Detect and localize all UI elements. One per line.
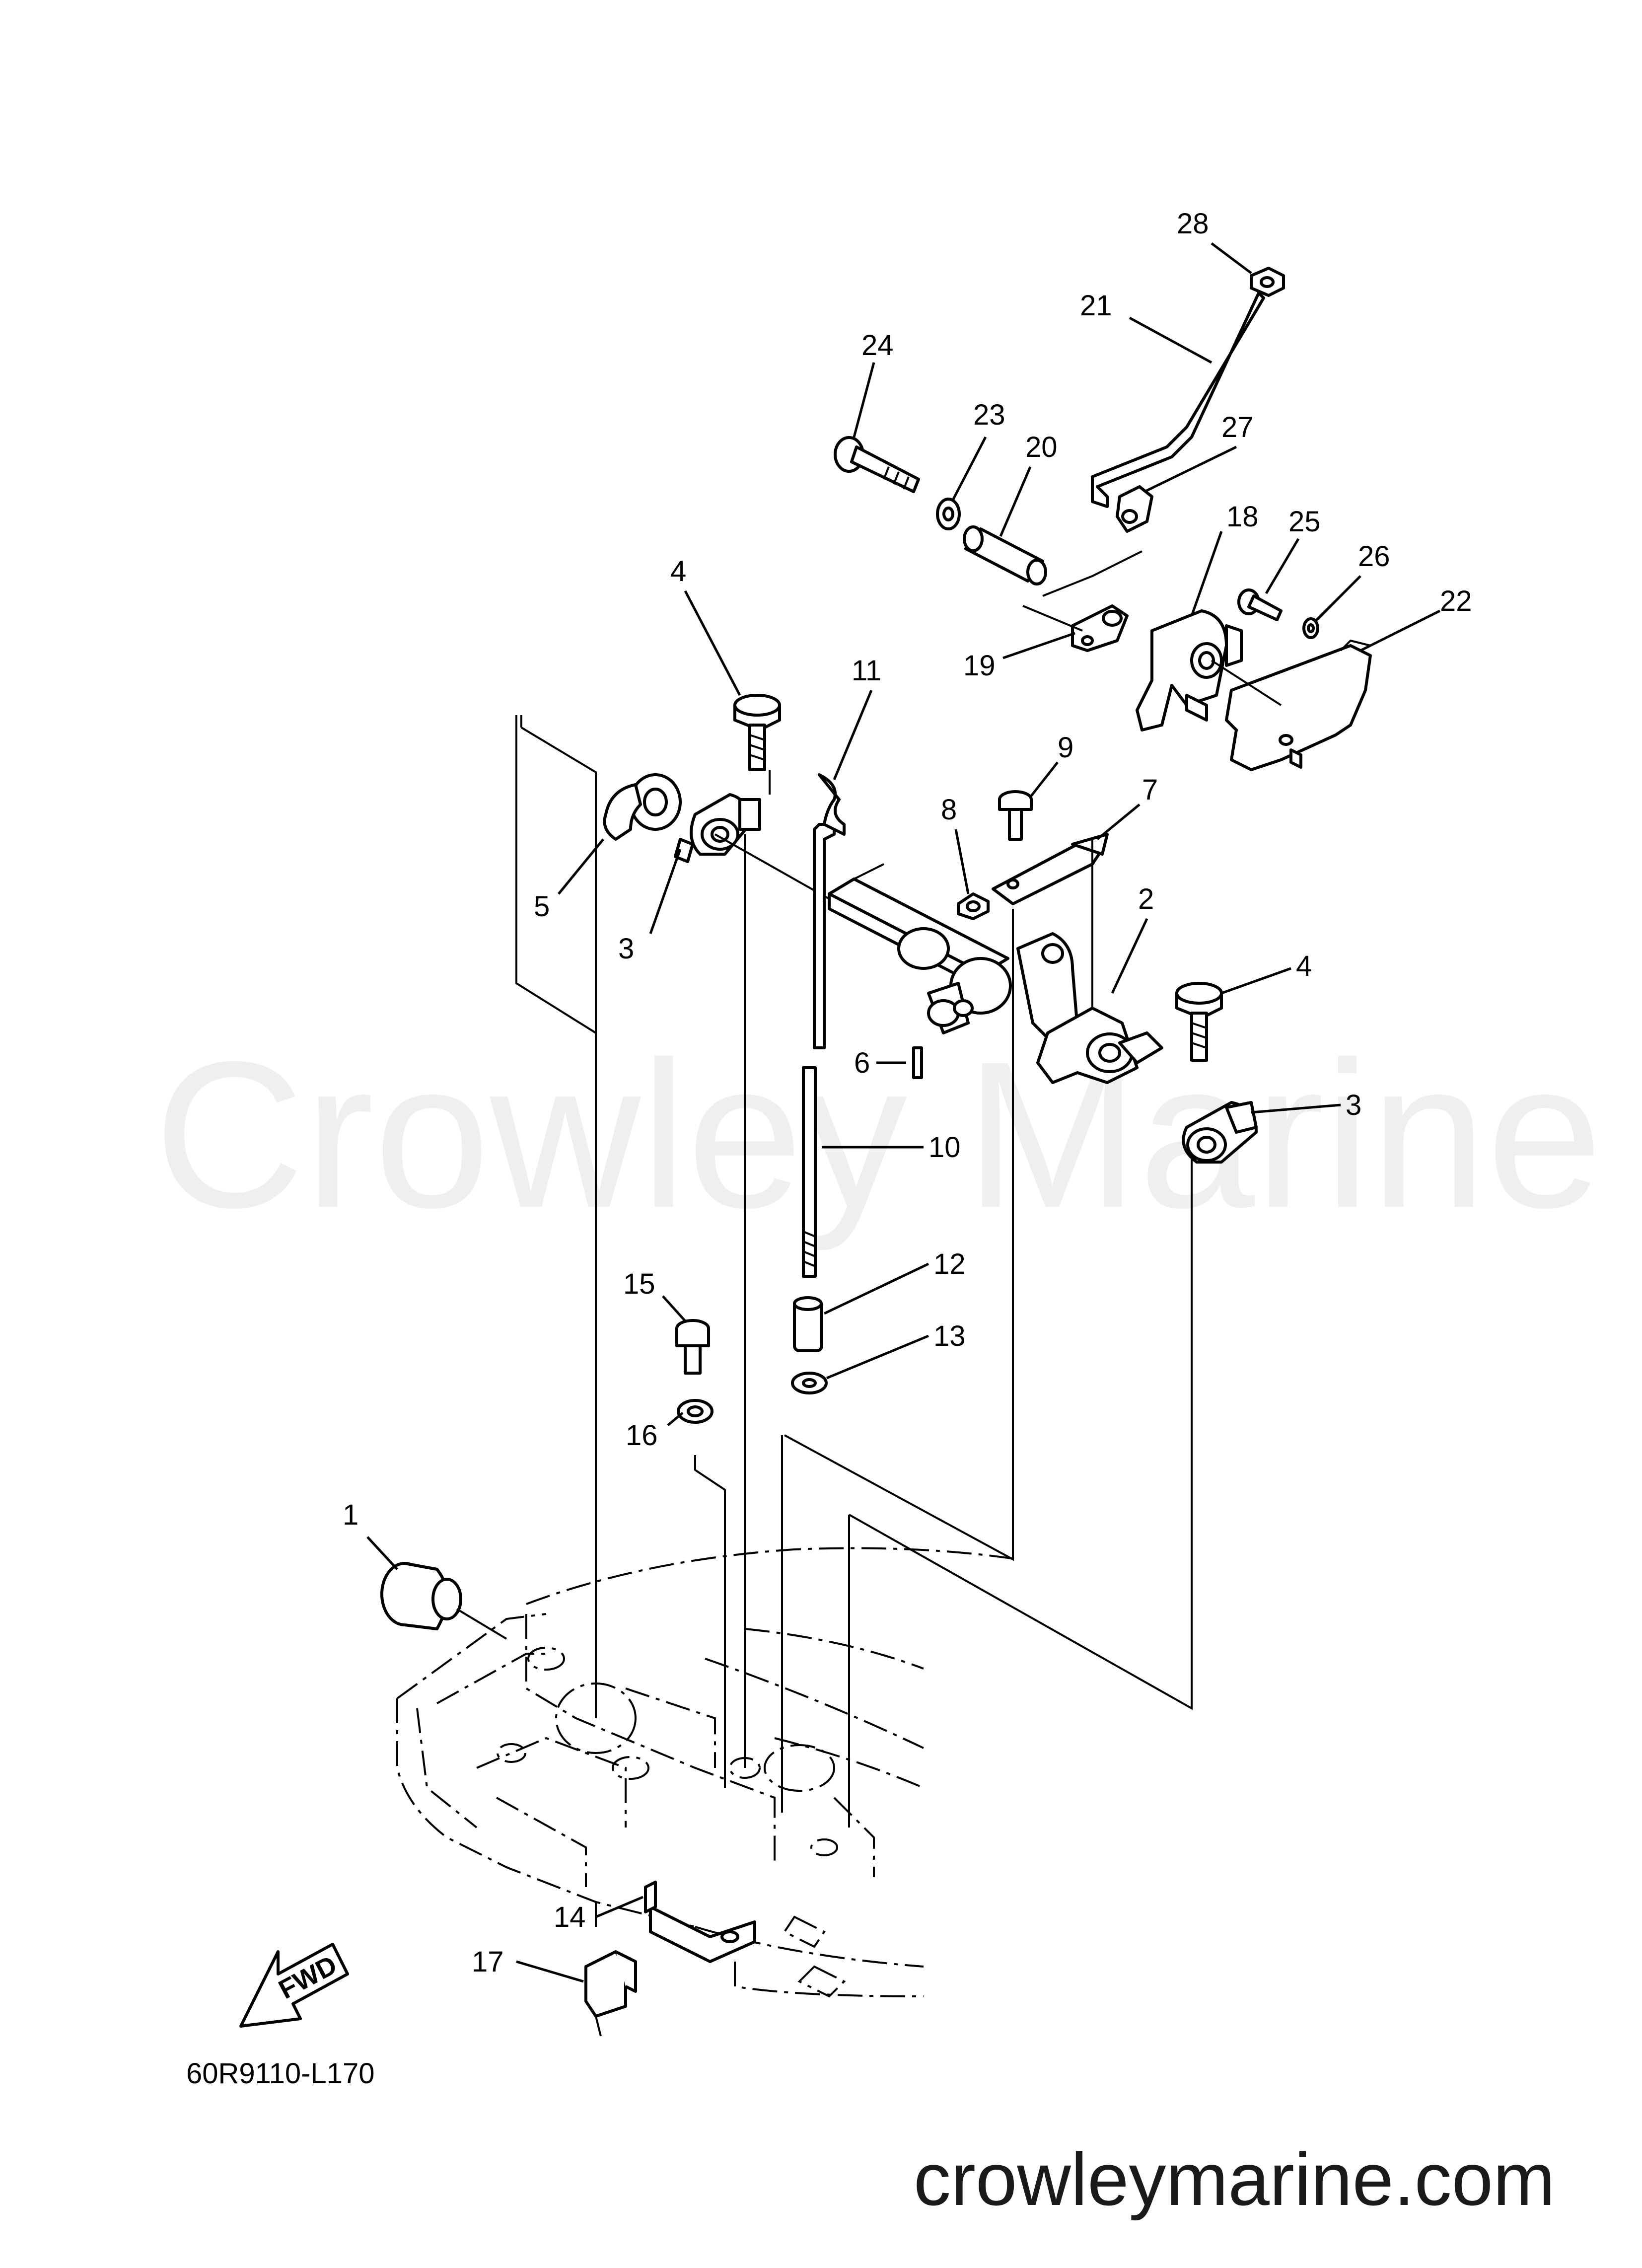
callout-22: 22 [1440,585,1472,617]
routing-lines [515,715,1193,1828]
callout-27: 27 [1221,411,1254,443]
part-14-bracket [644,1881,756,1963]
part-21-link-rod [1091,292,1265,508]
part-10-rod [802,1066,817,1278]
callout-numbers: 1 2 3 3 4 4 5 6 7 8 9 10 11 12 13 14 15 … [343,208,1472,1978]
callout-8: 8 [941,794,957,826]
callout-23: 23 [973,399,1005,431]
callout-20: 20 [1025,431,1058,463]
part-2-shaft-assembly [714,833,1163,1084]
callout-9: 9 [1058,732,1073,764]
callout-11: 11 [852,655,881,687]
callout-6: 6 [854,1047,870,1079]
callout-3-left: 3 [618,933,634,965]
part-19-link [1071,604,1129,652]
callout-2: 2 [1138,883,1154,915]
part-13-nut [791,1372,828,1394]
part-22-bracket [1225,639,1372,771]
callout-21: 21 [1080,290,1112,322]
callout-7: 7 [1142,774,1158,806]
part-23-washer [936,498,961,530]
callout-12: 12 [933,1248,966,1280]
part-25-bolt [1237,588,1283,621]
part-24-bolt [834,436,920,493]
part-4-bolt-left [733,694,781,771]
part-11-rod-clip [813,773,846,1049]
callout-4-right: 4 [1296,950,1312,982]
callout-15: 15 [623,1268,655,1300]
part-1-grommet [380,1562,507,1640]
part-8-clip [957,892,990,920]
part-7-plate [992,833,1109,905]
fwd-arrow-icon: FWD [239,1943,349,2028]
part-4-bolt-right [1175,982,1223,1062]
part-18-lever [1136,609,1243,732]
part-17-holder [584,1950,637,2037]
part-20-collar [963,525,1047,585]
callout-4-left: 4 [670,555,686,587]
part-3-holder-right [1182,1101,1258,1164]
part-3-holder-left [674,793,761,863]
upper-connectors [769,550,1282,909]
callout-19: 19 [963,650,996,682]
callout-10: 10 [928,1131,961,1164]
part-12-collar [793,1296,823,1352]
callout-5: 5 [534,890,550,923]
callout-28: 28 [1177,208,1209,240]
callout-16: 16 [626,1419,658,1452]
callout-25: 25 [1288,506,1321,538]
callout-24: 24 [861,329,894,362]
part-16-washer [677,1399,714,1424]
site-url: crowleymarine.com [914,2137,1555,2221]
callout-14: 14 [554,1901,586,1933]
callout-1: 1 [343,1499,358,1531]
part-27-joint [1116,485,1153,533]
part-28-nut [1250,267,1285,297]
callout-26: 26 [1358,540,1390,573]
part-9-bolt [998,790,1033,841]
part-5-clamp [603,773,682,841]
part-15-bolt [675,1319,710,1375]
callout-3-right: 3 [1346,1089,1361,1121]
callout-18: 18 [1226,501,1259,533]
bottom-cowling [396,1547,1018,1998]
callout-17: 17 [472,1946,504,1978]
part-26-washer [1302,617,1319,639]
part-6-pin [912,1046,923,1079]
callout-leaders [366,242,1441,1983]
watermark: Crowley Marine [154,1019,1602,1252]
diagram-code: 60R9110-L170 [186,2057,374,2090]
callout-13: 13 [933,1320,966,1352]
